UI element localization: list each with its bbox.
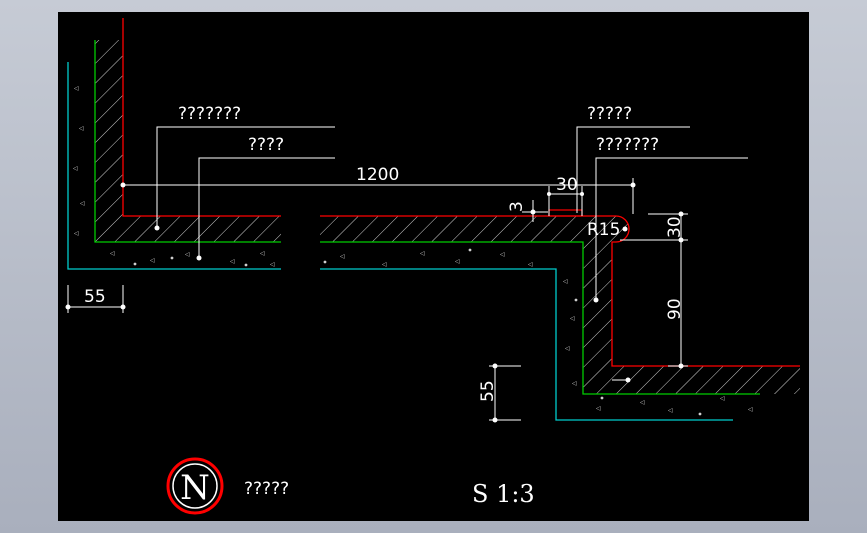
svg-text:◁: ◁: [340, 253, 345, 260]
svg-text:◁: ◁: [570, 315, 575, 322]
svg-text:◁: ◁: [563, 278, 568, 285]
right-slab: ◁ ◁ ◁ ◁ ◁ ◁ ◁ ◁ ◁ ◁ ◁ ◁ ◁ ◁ ◁: [320, 209, 800, 421]
dim-r15: R15: [587, 220, 620, 240]
dim-55-left: 55: [84, 287, 106, 307]
label-top-right-2: ???????: [596, 135, 659, 155]
svg-text:◁: ◁: [565, 345, 570, 352]
svg-text:◁: ◁: [596, 405, 601, 412]
dim-3: 3: [507, 201, 527, 212]
dim-1200: 1200: [356, 165, 399, 185]
svg-text:◁: ◁: [640, 399, 645, 406]
svg-text:◁: ◁: [572, 380, 577, 387]
dim-90: 90: [665, 298, 685, 320]
drawing-title: ?????: [244, 479, 289, 499]
leaders: [156, 126, 748, 300]
svg-text:◁: ◁: [270, 261, 275, 268]
svg-text:◁: ◁: [528, 261, 533, 268]
svg-text:◁: ◁: [150, 257, 155, 264]
dim-55-bottom: 55: [478, 380, 498, 402]
north-letter: N: [180, 468, 210, 508]
svg-text:◁: ◁: [230, 258, 235, 265]
label-top-left-1: ???????: [178, 104, 241, 124]
svg-text:◁: ◁: [110, 250, 115, 257]
drawing-scale: S 1:3: [472, 480, 535, 508]
label-top-left-2: ????: [248, 135, 284, 155]
svg-text:◁: ◁: [382, 261, 387, 268]
left-wall: ◁ ◁ ◁ ◁ ◁ ◁ ◁ ◁ ◁ ◁ ◁: [67, 18, 281, 270]
svg-text:◁: ◁: [185, 251, 190, 258]
dim-30-right: 30: [665, 216, 685, 238]
svg-text:◁: ◁: [500, 251, 505, 258]
svg-text:◁: ◁: [80, 200, 85, 207]
svg-text:◁: ◁: [455, 258, 460, 265]
svg-text:◁: ◁: [73, 165, 78, 172]
svg-text:◁: ◁: [668, 407, 673, 414]
north-symbol: N: [166, 457, 224, 515]
svg-text:◁: ◁: [720, 395, 725, 402]
svg-text:◁: ◁: [79, 125, 84, 132]
detail-drawing: ◁ ◁ ◁ ◁ ◁ ◁ ◁ ◁ ◁ ◁ ◁ ◁ ◁ ◁ ◁ ◁ ◁ ◁ ◁ ◁ ◁ ◁ ◁ ◁ ◁ ◁: [65, 18, 800, 515]
svg-text:◁: ◁: [748, 406, 753, 413]
svg-text:◁: ◁: [420, 250, 425, 257]
drawing-viewport[interactable]: ◁ ◁ ◁ ◁ ◁ ◁ ◁ ◁ ◁ ◁ ◁ ◁ ◁ ◁ ◁ ◁ ◁ ◁ ◁ ◁ ◁ ◁ ◁ ◁ ◁ ◁: [58, 12, 809, 521]
svg-text:◁: ◁: [74, 230, 79, 237]
svg-text:◁: ◁: [260, 250, 265, 257]
svg-text:◁: ◁: [74, 85, 79, 92]
label-top-right-1: ?????: [587, 104, 632, 124]
dim-30-top: 30: [556, 175, 578, 195]
